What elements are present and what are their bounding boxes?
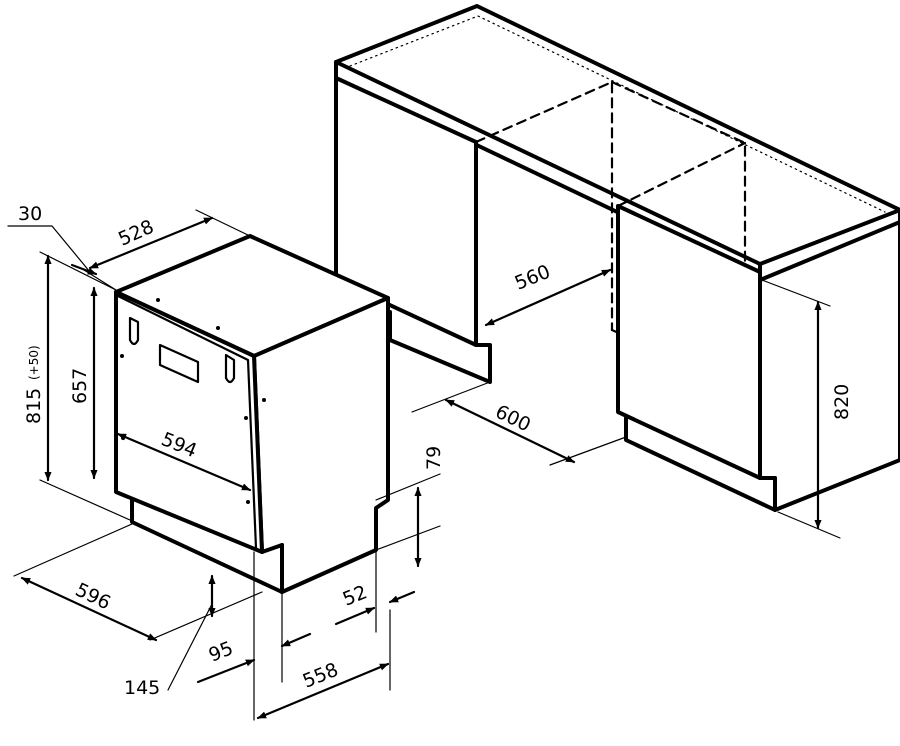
label-560: 560 <box>512 261 554 295</box>
label-558: 558 <box>300 659 342 693</box>
label-820: 820 <box>831 384 853 420</box>
dim-line-95 <box>196 658 256 684</box>
dim-line-558 <box>256 662 390 720</box>
control-panel <box>158 343 200 384</box>
dim-line-596 <box>20 576 158 642</box>
label-79: 79 <box>423 446 445 470</box>
label-596: 596 <box>72 579 114 615</box>
dishwasher <box>7 209 441 721</box>
niche-back-outline <box>474 80 614 332</box>
label-145: 145 <box>124 677 160 699</box>
label-528: 528 <box>115 216 157 251</box>
mount-bracket-right <box>224 353 236 384</box>
dim-line-600 <box>444 398 576 464</box>
mount-bracket-left <box>128 316 140 346</box>
dim-line-560 <box>484 268 612 327</box>
label-95: 95 <box>206 637 237 666</box>
label-30: 30 <box>18 203 42 225</box>
label-657: 657 <box>69 368 91 404</box>
kitchen-cabinet <box>334 4 900 539</box>
dim-line-52 <box>334 606 376 626</box>
label-600: 600 <box>492 401 534 437</box>
dim-line-528 <box>88 216 214 270</box>
label-52: 52 <box>340 581 371 610</box>
dishwasher-plinth <box>130 498 284 594</box>
label-815: 815 <box>23 388 45 424</box>
label-815-note: (+50) <box>27 345 41 380</box>
dim-line-594 <box>116 432 252 492</box>
countertop-top <box>334 4 900 266</box>
